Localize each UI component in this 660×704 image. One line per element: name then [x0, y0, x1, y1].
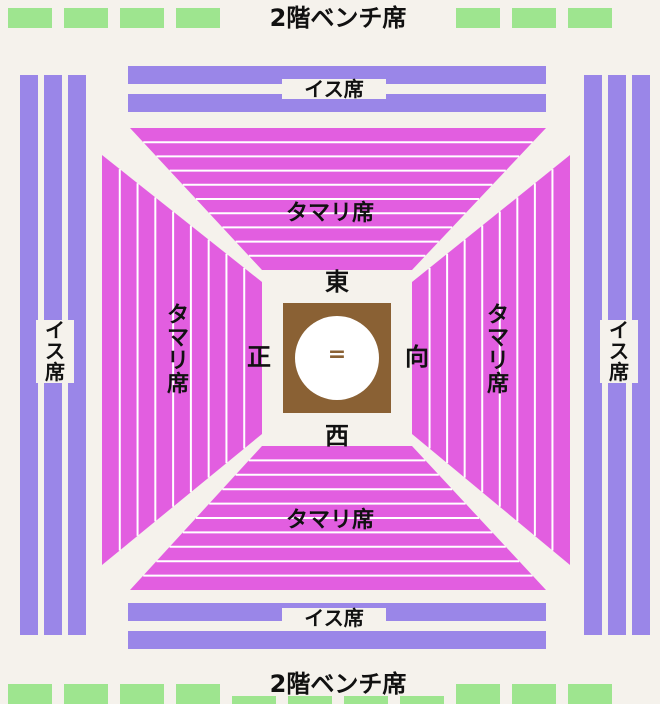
chair-label-bottom: イス席 [282, 608, 386, 628]
tamari-label-left: タマリ席 [166, 303, 189, 398]
bench-seat-block [120, 8, 164, 28]
direction-front: 正 [247, 343, 271, 371]
bench-seat-block [64, 684, 108, 704]
bench-seat-block [120, 684, 164, 704]
bench-seat-block [512, 684, 556, 704]
chair-seats-right [584, 75, 650, 635]
chair-seat-column [632, 75, 650, 635]
chair-seat-column [68, 75, 86, 635]
chair-seat-column [20, 75, 38, 635]
bench-seat-block [8, 684, 52, 704]
ring-mark: = [327, 342, 347, 367]
tamari-label-bottom: タマリ席 [285, 508, 374, 533]
chair-seat-row [128, 66, 546, 84]
tamari-block [102, 155, 262, 565]
chair-label-left: イス席 [36, 320, 74, 383]
tamari-block [412, 155, 570, 565]
bench-seat-block [176, 684, 220, 704]
bench-seat-block [568, 684, 612, 704]
chair-seat-row [128, 94, 546, 112]
tamari-label-top: タマリ席 [285, 201, 374, 226]
direction-east: 東 [325, 268, 349, 296]
tamari-label-right: タマリ席 [486, 303, 509, 398]
tamari-seats-right [412, 155, 570, 565]
chair-seat-column [584, 75, 602, 635]
bench-seat-block [64, 8, 108, 28]
bench-label-top: 2階ベンチ席 [226, 6, 450, 30]
bench-seat-block [456, 8, 500, 28]
bench-seat-block [176, 8, 220, 28]
bench-seat-block [568, 8, 612, 28]
chair-seat-row [128, 631, 546, 649]
direction-west: 西 [325, 422, 349, 450]
bench-seat-block [512, 8, 556, 28]
tamari-seats-bottom [130, 446, 546, 590]
bench-label-bottom: 2階ベンチ席 [226, 672, 450, 696]
tamari-seats-top [130, 128, 546, 270]
chair-label-top: イス席 [282, 79, 386, 99]
direction-mukou: 向 [405, 343, 429, 371]
chair-seats-top [128, 66, 546, 112]
bench-seat-block [8, 8, 52, 28]
chair-label-right: イス席 [600, 320, 638, 383]
dohyo-circle [295, 316, 379, 400]
tamari-seats-left [102, 155, 262, 565]
dohyo-ring [283, 303, 391, 413]
bench-seat-block [456, 684, 500, 704]
